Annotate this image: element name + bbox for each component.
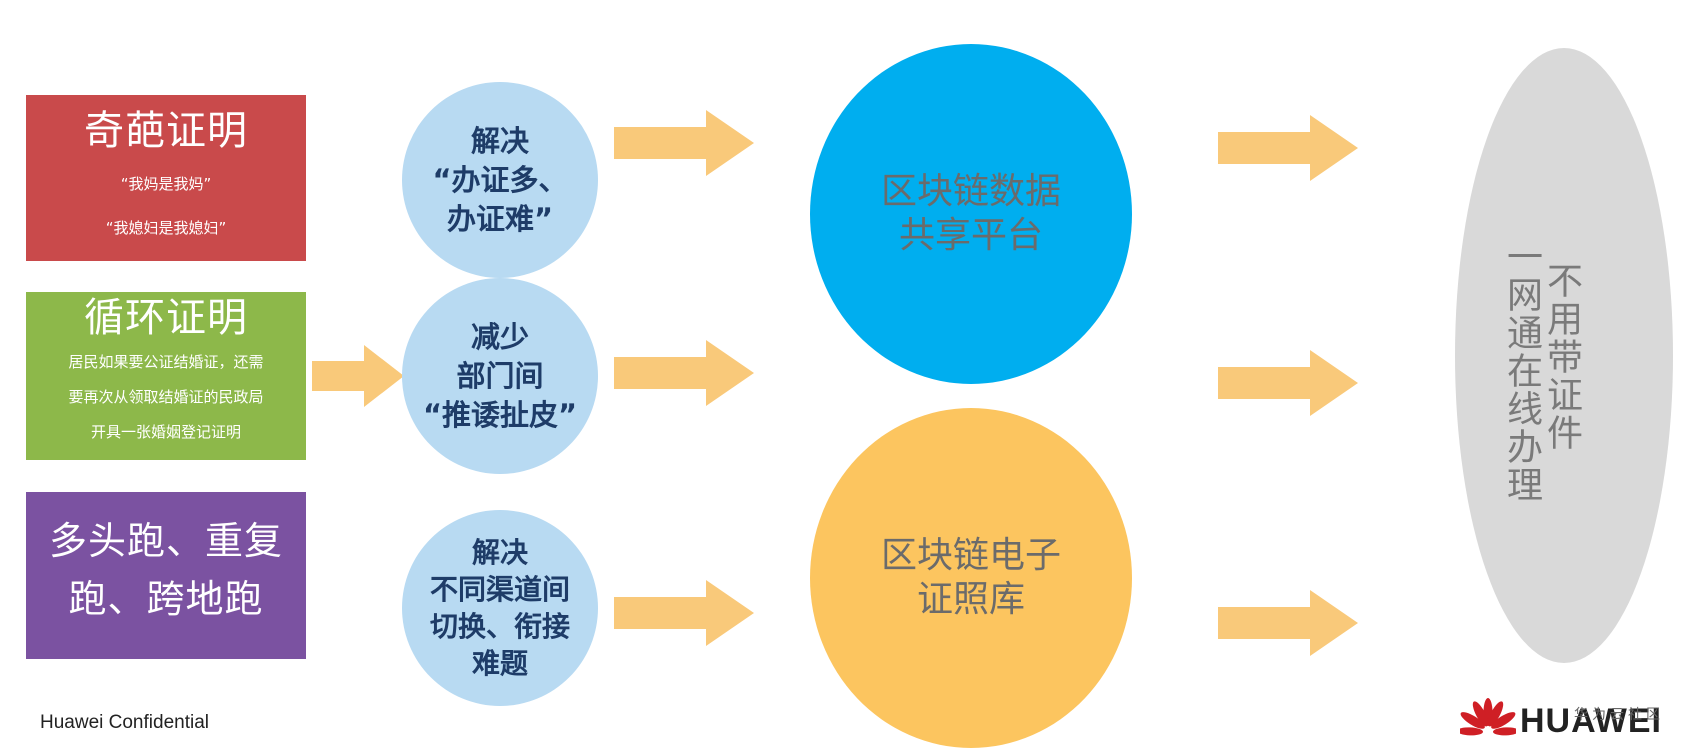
circle-solve-certificates: 解决 “办证多、 办证难” bbox=[402, 82, 598, 278]
arrow-right-icon bbox=[614, 110, 754, 176]
box-circular-proof-line: 要再次从领取结婚证的民政局 bbox=[68, 388, 264, 406]
footer-confidential: Huawei Confidential bbox=[40, 712, 209, 733]
circle-line: 切换、衔接 bbox=[429, 610, 570, 643]
arrow-right-icon bbox=[1218, 590, 1358, 656]
box-weird-proof: 奇葩证明 “我妈是我妈” “我媳妇是我媳妇” bbox=[26, 95, 306, 261]
box-multiple-trips: 多头跑、重复 跑、跨地跑 bbox=[26, 492, 306, 659]
circle-reduce-buckpassing: 减少 部门间 “推诿扯皮” bbox=[402, 278, 598, 474]
arrow-right-icon bbox=[614, 340, 754, 406]
circle-line: 证照库 bbox=[916, 579, 1025, 620]
box-weird-proof-line: “我妈是我妈” bbox=[120, 175, 212, 193]
circle-line: 解决 bbox=[470, 123, 529, 158]
circle-line: “办证多、 bbox=[432, 162, 568, 197]
circle-blockchain-e-license: 区块链电子 证照库 bbox=[810, 408, 1132, 748]
arrow-right-icon bbox=[1218, 350, 1358, 416]
circle-line: 共享平台 bbox=[898, 215, 1043, 256]
circle-line: 部门间 bbox=[456, 358, 544, 393]
box-weird-proof-title: 奇葩证明 bbox=[84, 108, 248, 154]
circle-solve-channel-switching: 解决 不同渠道间 切换、衔接 难题 bbox=[402, 510, 598, 706]
box-circular-proof-line: 居民如果要公证结婚证，还需 bbox=[68, 353, 264, 371]
ellipse-text-no-certificates: 不用带证件 bbox=[1541, 262, 1582, 452]
arrow-right-icon bbox=[1218, 115, 1358, 181]
arrow-right-icon bbox=[312, 345, 404, 407]
huawei-logo-icon bbox=[1460, 698, 1516, 736]
circle-line: “推诿扯皮” bbox=[422, 397, 578, 432]
box-circular-proof-line: 开具一张婚姻登记证明 bbox=[90, 423, 241, 441]
arrow-right-icon bbox=[614, 580, 754, 646]
brand-name: HUAWEI bbox=[1520, 702, 1662, 740]
circle-line: 办证难” bbox=[446, 201, 554, 236]
circle-line: 难题 bbox=[471, 647, 528, 680]
circle-line: 不同渠道间 bbox=[429, 573, 570, 606]
box-circular-proof-title: 循环证明 bbox=[84, 295, 248, 341]
box-multiple-trips-title: 多头跑、重复 bbox=[48, 519, 283, 563]
community-watermark: 华为云社区 bbox=[1574, 707, 1664, 723]
box-multiple-trips-title-2: 跑、跨地跑 bbox=[68, 577, 264, 621]
ellipse-text-online-handling: 一网通在线办理 bbox=[1501, 238, 1542, 504]
result-ellipse bbox=[1455, 48, 1673, 663]
circle-line: 区块链电子 bbox=[880, 535, 1061, 576]
circle-line: 减少 bbox=[470, 319, 529, 354]
box-weird-proof-line: “我媳妇是我媳妇” bbox=[105, 219, 227, 237]
circle-blockchain-data-sharing: 区块链数据 共享平台 bbox=[810, 44, 1132, 384]
box-circular-proof: 循环证明 居民如果要公证结婚证，还需 要再次从领取结婚证的民政局 开具一张婚姻登… bbox=[26, 292, 306, 460]
circle-line: 区块链数据 bbox=[880, 171, 1061, 212]
circle-line: 解决 bbox=[471, 536, 528, 569]
